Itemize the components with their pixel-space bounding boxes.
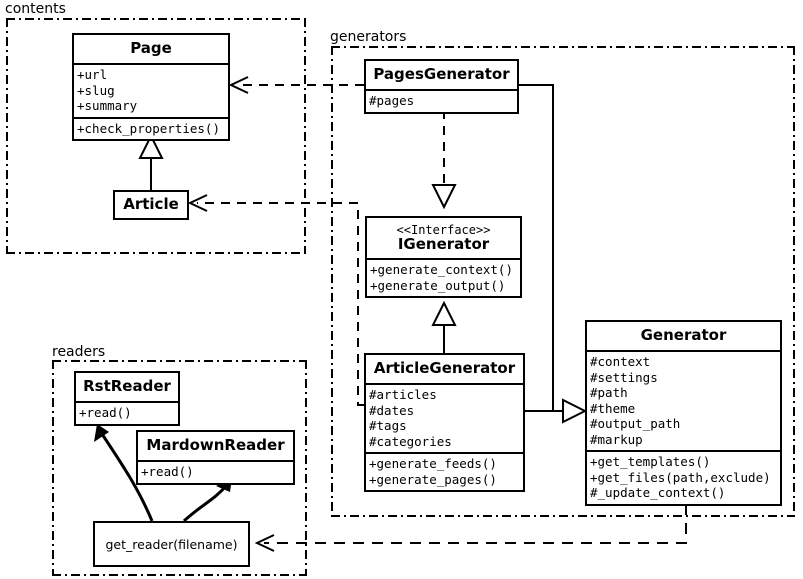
package-label-contents: contents — [4, 1, 69, 17]
class-name-igenerator: IGenerator — [397, 235, 490, 253]
class-name-page: Page — [130, 39, 172, 57]
class-box-generator[interactable]: Generator #context #settings #path #them… — [585, 320, 782, 506]
operation-generate-feeds: +generate_feeds() — [369, 456, 497, 471]
class-box-get-reader[interactable]: get_reader(filename) — [93, 521, 250, 567]
package-label-generators: generators — [329, 29, 410, 45]
attribute-tags: #tags — [369, 418, 407, 433]
operation-read-mardownreader: +read() — [141, 464, 194, 479]
attribute-articles: #articles — [369, 387, 437, 402]
class-operations-mardownreader: +read() — [138, 460, 293, 483]
function-name-get-reader: get_reader(filename) — [105, 536, 238, 552]
operation-get-files: +get_files(path,exclude) — [590, 469, 771, 485]
attribute-summary: +summary — [77, 98, 138, 113]
class-attributes-page: +url +slug +summary — [74, 63, 228, 117]
attribute-slug: +slug — [77, 82, 115, 98]
operation-read-rstreader: +read() — [79, 405, 132, 420]
class-box-page[interactable]: Page +url +slug +summary +check_properti… — [72, 33, 230, 141]
class-operations-rstreader: +read() — [76, 401, 178, 424]
class-name-rstreader: RstReader — [83, 377, 171, 395]
class-attributes-generator: #context #settings #path #theme #output_… — [587, 350, 780, 450]
class-operations-articlegenerator: +generate_feeds() +generate_pages() — [366, 452, 523, 490]
class-box-igenerator[interactable]: <<Interface>> IGenerator +generate_conte… — [365, 216, 522, 298]
operation-update-context: #_update_context() — [590, 485, 726, 500]
class-name-article: Article — [123, 195, 179, 213]
class-box-mardownreader[interactable]: MardownReader +read() — [136, 430, 295, 485]
attribute-theme: #theme — [590, 400, 636, 416]
class-box-pagesgenerator[interactable]: PagesGenerator #pages — [364, 59, 519, 114]
class-stereotype-igenerator: <<Interface>> — [396, 223, 491, 237]
attribute-url: +url — [77, 67, 108, 82]
attribute-context: #context — [590, 354, 651, 369]
class-attributes-pagesgenerator: #pages — [366, 89, 517, 112]
operation-get-templates: +get_templates() — [590, 454, 711, 469]
class-box-rstreader[interactable]: RstReader +read() — [74, 371, 180, 426]
attribute-output-path: #output_path — [590, 416, 681, 431]
attribute-dates: #dates — [369, 402, 415, 418]
class-operations-page: +check_properties() — [74, 116, 228, 140]
attribute-path: #path — [590, 385, 628, 400]
class-name-mardownreader: MardownReader — [146, 436, 285, 454]
class-box-article[interactable]: Article — [113, 190, 189, 220]
class-name-generator: Generator — [640, 326, 727, 344]
operation-generate-pages: +generate_pages() — [369, 471, 497, 487]
class-name-articlegenerator: ArticleGenerator — [373, 359, 516, 377]
operation-check-properties: +check_properties() — [77, 120, 220, 136]
operation-generate-output: +generate_output() — [370, 277, 506, 293]
attribute-categories: #categories — [369, 433, 452, 449]
class-name-pagesgenerator: PagesGenerator — [373, 65, 510, 83]
attribute-settings: #settings — [590, 369, 658, 385]
attribute-markup: #markup — [590, 431, 643, 447]
operation-generate-context: +generate_context() — [370, 262, 513, 277]
class-box-articlegenerator[interactable]: ArticleGenerator #articles #dates #tags … — [364, 353, 525, 492]
class-operations-generator: +get_templates() +get_files(path,exclude… — [587, 450, 780, 504]
package-label-readers: readers — [51, 344, 109, 360]
class-operations-igenerator: +generate_context() +generate_output() — [367, 258, 520, 296]
class-attributes-articlegenerator: #articles #dates #tags #categories — [366, 383, 523, 452]
attribute-pages: #pages — [369, 93, 415, 108]
